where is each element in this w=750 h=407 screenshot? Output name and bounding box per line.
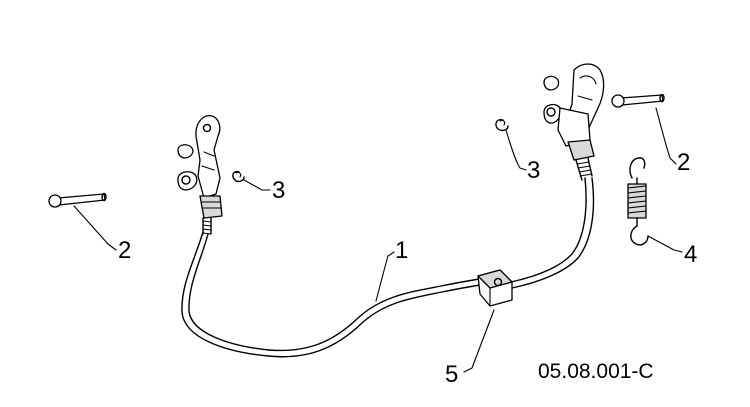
pin-right	[611, 93, 665, 108]
clamp	[477, 269, 513, 307]
label-spring: 4	[684, 241, 697, 268]
figure-reference: 05.08.001-C	[538, 360, 654, 383]
left-bracket-assembly	[177, 115, 223, 235]
label-clip-left: 3	[272, 177, 285, 204]
label-pin-right: 2	[677, 149, 690, 176]
labels: 1 2 2 3 3 4 5 05.08.001-C	[118, 149, 697, 388]
clip-right	[495, 118, 509, 132]
right-bracket-assembly	[543, 63, 605, 181]
label-clamp: 5	[445, 361, 458, 388]
clip-left	[232, 170, 245, 183]
leader-lines	[73, 107, 683, 373]
cable	[181, 177, 595, 358]
label-clip-right: 3	[527, 157, 540, 184]
label-pin-left: 2	[118, 237, 131, 264]
pin-left	[48, 192, 107, 208]
label-cable: 1	[395, 237, 408, 264]
spring	[627, 157, 649, 246]
